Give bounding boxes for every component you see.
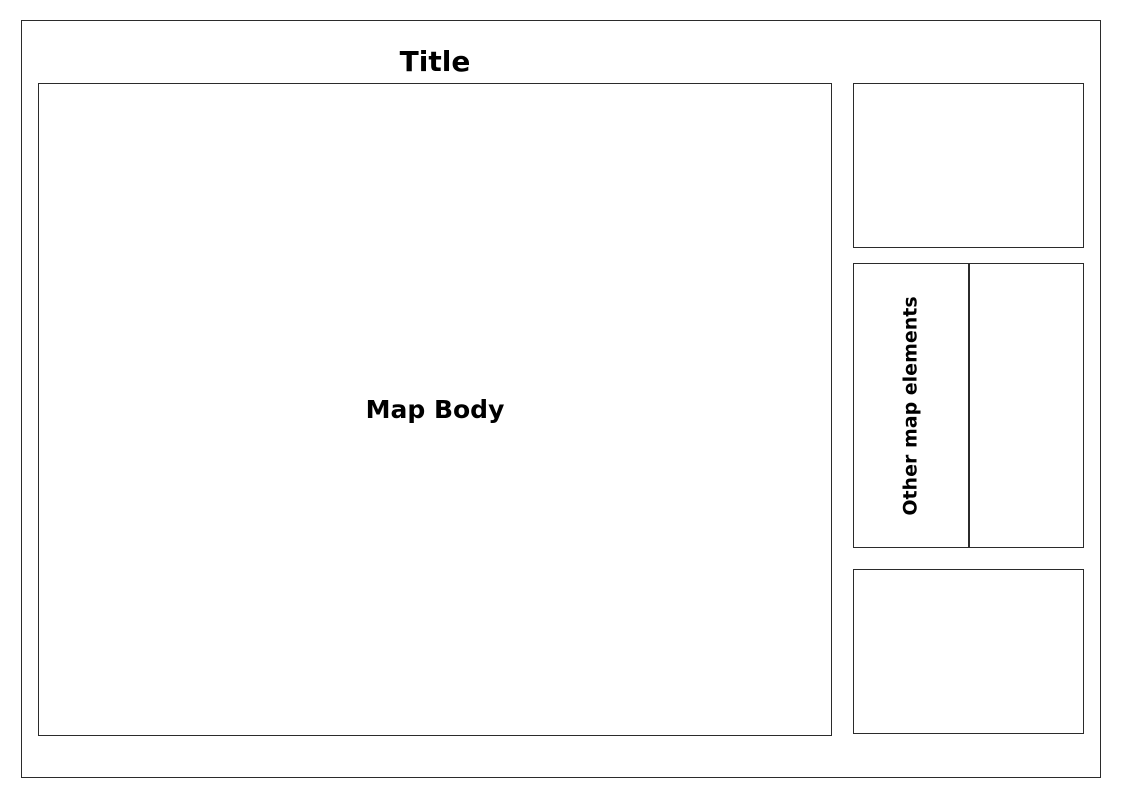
side-panel-middle[interactable]: Other map elements (853, 263, 1084, 548)
side-panel-top[interactable] (853, 83, 1084, 248)
side-panel-middle-cell-right[interactable] (970, 264, 1083, 547)
side-panel-middle-cell-left[interactable]: Other map elements (854, 264, 970, 547)
page-title: Title (399, 45, 471, 78)
map-body[interactable]: Map Body (38, 83, 832, 736)
map-body-label: Map Body (365, 395, 505, 424)
side-panel-bottom[interactable] (853, 569, 1084, 734)
page-frame: Title Map Body Other map elements (21, 20, 1101, 778)
other-map-elements-label: Other map elements (900, 295, 923, 516)
